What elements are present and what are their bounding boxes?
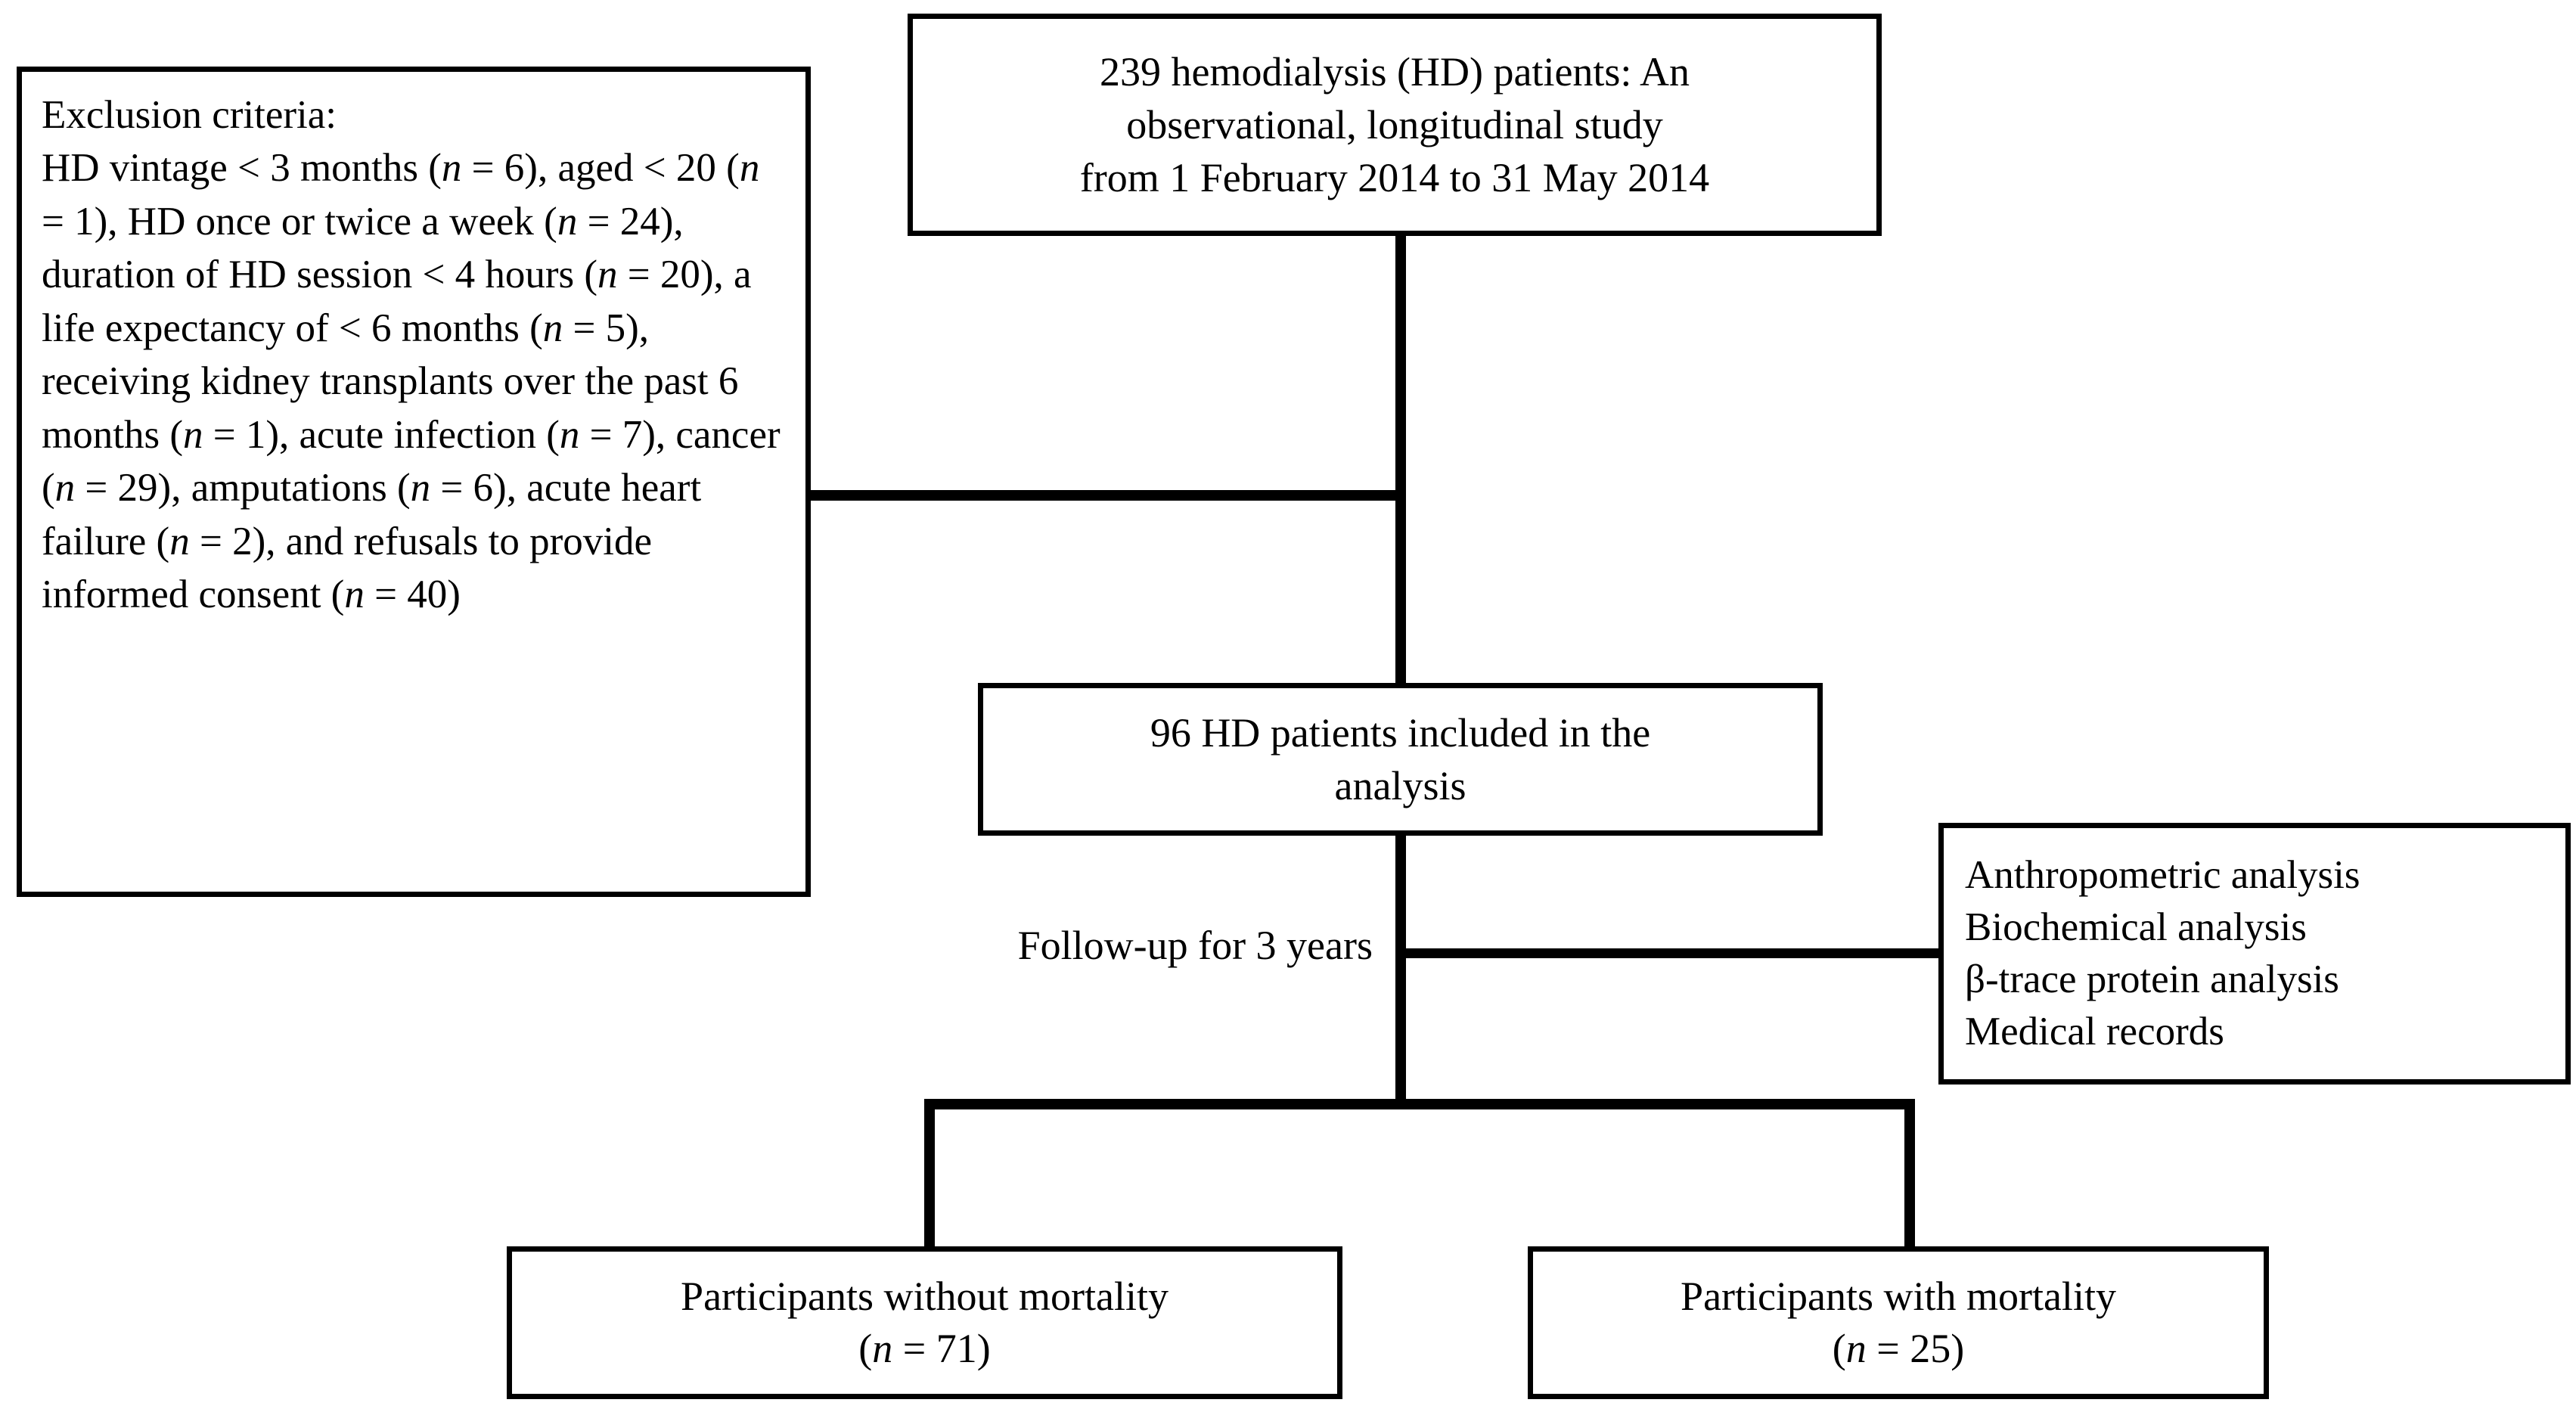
analyses-item-beta-trace: β-trace protein analysis [1965, 957, 2339, 1001]
analyses-box: Anthropometric analysis Biochemical anal… [1938, 823, 2571, 1085]
included-line-1: 96 HD patients included in the [1150, 709, 1651, 756]
participants-with-mortality-box: Participants with mortality (n = 25) [1528, 1246, 2269, 1399]
n-italic: n [1845, 1326, 1867, 1371]
n-italic: n [872, 1326, 893, 1371]
included-line-2: analysis [1334, 763, 1466, 808]
exclusion-criteria-text: Exclusion criteria: HD vintage < 3 month… [22, 72, 805, 622]
with-mortality-count: (n = 25) [1533, 1323, 2264, 1375]
connector-enrollment-to-included [1395, 231, 1406, 687]
exclusion-body: HD vintage < 3 months (n = 6), aged < 20… [42, 146, 781, 617]
analyses-item-medical-records: Medical records [1965, 1009, 2224, 1053]
connector-drop-right [1904, 1099, 1915, 1252]
participants-without-mortality-box: Participants without mortality (n = 71) [507, 1246, 1342, 1399]
connector-trunk-to-analyses [1401, 948, 1944, 958]
without-mortality-line-1: Participants without mortality [681, 1273, 1169, 1319]
connector-included-to-split [1395, 830, 1406, 1109]
followup-label: Follow-up for 3 years [1017, 923, 1373, 968]
with-mortality-text: Participants with mortality (n = 25) [1533, 1271, 2264, 1375]
exclusion-heading: Exclusion criteria: [42, 93, 337, 137]
included-box-text: 96 HD patients included in the analysis [983, 706, 1817, 812]
without-mortality-text: Participants without mortality (n = 71) [512, 1271, 1337, 1375]
paren-open: ( [858, 1326, 873, 1371]
analyses-box-text: Anthropometric analysis Biochemical anal… [1944, 849, 2565, 1058]
connector-exclusion-to-trunk [805, 490, 1403, 501]
with-mortality-line-1: Participants with mortality [1681, 1273, 2116, 1319]
connector-drop-left [924, 1099, 935, 1252]
n-value: = 25) [1866, 1326, 1965, 1371]
without-mortality-count: (n = 71) [512, 1323, 1337, 1375]
included-box: 96 HD patients included in the analysis [978, 683, 1823, 836]
analyses-item-biochemical: Biochemical analysis [1965, 905, 2307, 950]
enrollment-line-3: from 1 February 2014 to 31 May 2014 [1079, 155, 1710, 201]
enrollment-box-text: 239 hemodialysis (HD) patients: An obser… [913, 45, 1876, 205]
enrollment-box: 239 hemodialysis (HD) patients: An obser… [908, 14, 1882, 236]
analyses-item-anthropometric: Anthropometric analysis [1965, 853, 2360, 898]
n-value: = 71) [892, 1326, 991, 1371]
paren-open: ( [1832, 1326, 1846, 1371]
enrollment-line-1: 239 hemodialysis (HD) patients: An [1100, 48, 1690, 95]
connector-split-bar [924, 1099, 1915, 1109]
enrollment-line-2: observational, longitudinal study [1126, 101, 1663, 147]
exclusion-criteria-box: Exclusion criteria: HD vintage < 3 month… [17, 67, 811, 897]
